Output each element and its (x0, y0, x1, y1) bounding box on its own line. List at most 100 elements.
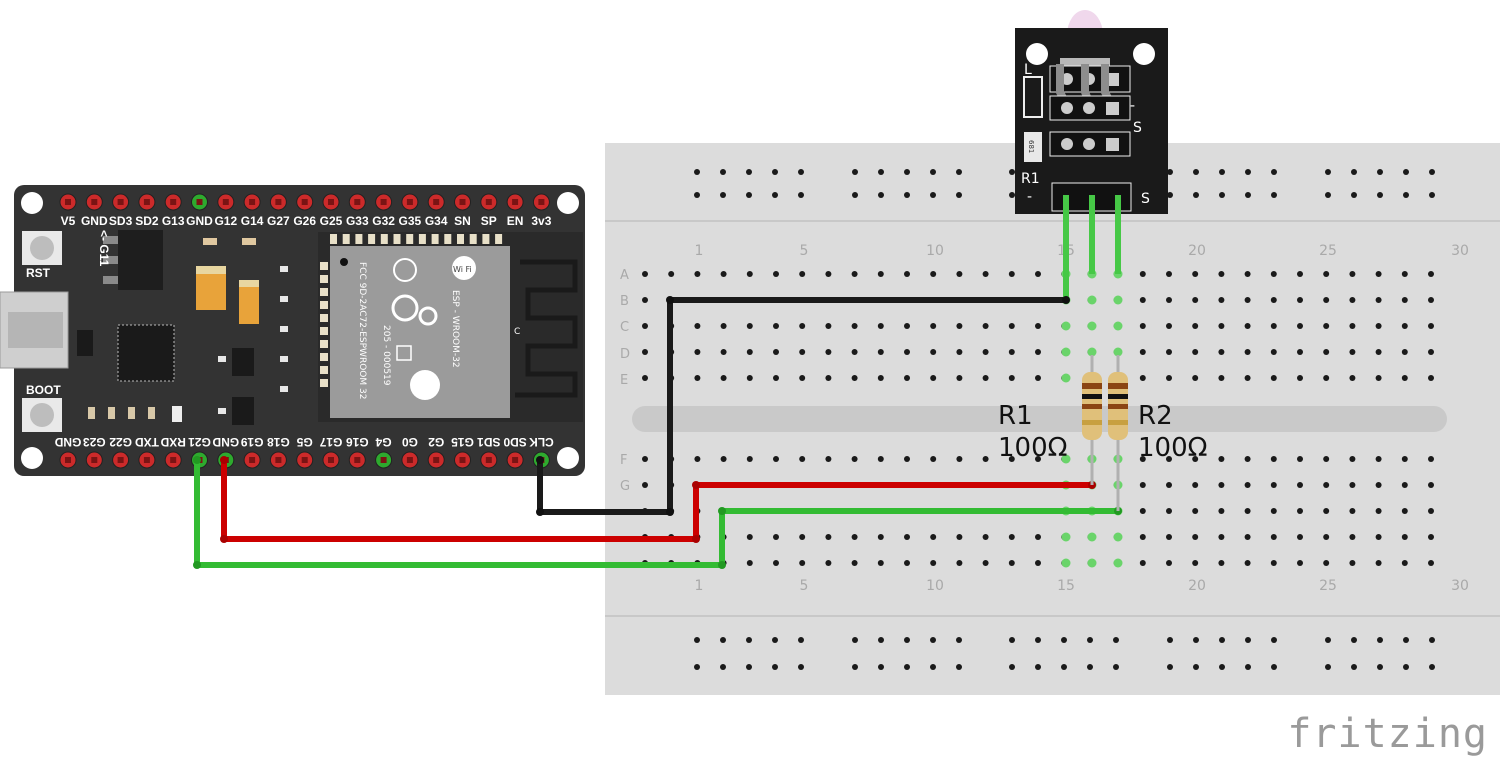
bb-hole (1139, 482, 1146, 488)
top-pin-label: G27 (267, 214, 290, 228)
bb-hole (930, 349, 937, 355)
smd-row (88, 266, 288, 419)
rail-hole (720, 192, 726, 198)
rail-hole (1429, 169, 1435, 175)
bb-hole (1192, 271, 1199, 277)
bb-hole (1375, 349, 1382, 355)
transistor-1 (232, 348, 254, 376)
bb-hole-active (1113, 558, 1123, 568)
bb-hole (1192, 456, 1199, 462)
bb-hole (1218, 297, 1225, 303)
bb-hole (799, 375, 806, 381)
rail-hole (878, 664, 884, 670)
rail-hole (1087, 664, 1093, 670)
rail-hole (956, 637, 962, 643)
transistor-2 (232, 397, 254, 425)
rst-button[interactable] (22, 231, 62, 265)
dual-color-led-module: 681 L R1 - S - S (1015, 10, 1168, 214)
bottom-pin-label: G22 (109, 435, 132, 449)
bb-hole (851, 534, 858, 540)
bb-hole (1349, 323, 1356, 329)
rail-hole (720, 664, 726, 670)
bb-hole (930, 271, 937, 277)
rail-hole (1245, 169, 1251, 175)
bb-hole (1297, 508, 1303, 514)
bb-hole (1428, 482, 1434, 488)
bb-hole (1244, 560, 1251, 566)
bb-hole (1428, 323, 1434, 329)
rail-hole (1193, 192, 1199, 198)
wroom-pin-side (320, 314, 328, 322)
bottom-pin-label: RXD (160, 435, 186, 449)
rail-hole (1429, 637, 1435, 643)
bb-hole-active (1061, 373, 1071, 383)
rail-hole (852, 664, 858, 670)
bb-hole (799, 456, 806, 462)
bb-hole (642, 375, 648, 381)
bb-hole (1192, 375, 1199, 381)
wroom-pin-top (393, 234, 401, 244)
bottom-pin-label: G0 (402, 435, 418, 449)
voltage-regulator (118, 230, 163, 290)
bb-hole (1349, 349, 1356, 355)
top-pin-pad (275, 199, 282, 205)
ce-e-icon (418, 306, 438, 326)
bb-hole (956, 349, 963, 355)
rail-hole (1271, 169, 1277, 175)
rail-hole (1403, 664, 1409, 670)
bb-hole (825, 534, 832, 540)
bottom-pin-label: G23 (83, 435, 106, 449)
bb-hole (1323, 375, 1330, 381)
top-pin-pad (301, 199, 308, 205)
bb-hole (642, 323, 648, 329)
row-letter-e: E (620, 373, 628, 388)
rail-hole (694, 637, 700, 643)
smd-top-2 (242, 238, 256, 245)
wifi-logo: Wi Fi (452, 256, 476, 280)
wire-end-g0-bend1 (193, 561, 201, 569)
bb-hole (1375, 534, 1382, 540)
boot-button[interactable] (22, 398, 62, 432)
bottom-pin-label: G21 (188, 435, 211, 449)
usb-uart-chip (117, 324, 175, 382)
top-pin-pad (328, 199, 334, 205)
bb-hole (1323, 534, 1330, 540)
bb-hole (746, 375, 753, 381)
bb-hole (1192, 482, 1199, 488)
bb-hole (1166, 534, 1172, 540)
bb-hole (1139, 323, 1146, 329)
bottom-pin-label: GND (212, 435, 239, 449)
wroom-pin-side (320, 366, 328, 374)
col-number-top-1: 1 (695, 243, 704, 259)
bb-hole (1244, 456, 1251, 462)
bb-hole (1375, 456, 1382, 462)
antenna-c-mark: C (514, 327, 520, 337)
bb-hole (956, 271, 963, 277)
bb-hole (1297, 271, 1303, 277)
bb-hole-active (1113, 532, 1123, 542)
bb-hole-active (1113, 321, 1123, 331)
rail-hole (930, 192, 936, 198)
bottom-pin-label: G17 (319, 435, 342, 449)
bb-hole-active (1087, 347, 1097, 357)
bb-hole (1244, 297, 1251, 303)
bb-hole (1297, 456, 1303, 462)
bb-hole (904, 323, 910, 329)
rail-hole (1167, 169, 1173, 175)
wroom-pin-side (320, 301, 328, 309)
bb-hole (1270, 534, 1277, 540)
bb-hole (1323, 271, 1330, 277)
bb-hole (1035, 323, 1041, 329)
smd-part (280, 386, 288, 392)
bottom-pin-pad (406, 457, 413, 463)
rail-hole (1403, 169, 1409, 175)
bb-hole (930, 375, 937, 381)
rail-hole (1193, 664, 1199, 670)
top-pin-pad (538, 199, 545, 205)
bottom-pin-pad (354, 457, 361, 463)
bb-hole (1270, 375, 1277, 381)
bottom-pin-pad (459, 457, 466, 463)
rail-hole (1113, 637, 1119, 643)
rail-hole (878, 192, 884, 198)
col-number-bottom-5: 5 (800, 578, 809, 594)
